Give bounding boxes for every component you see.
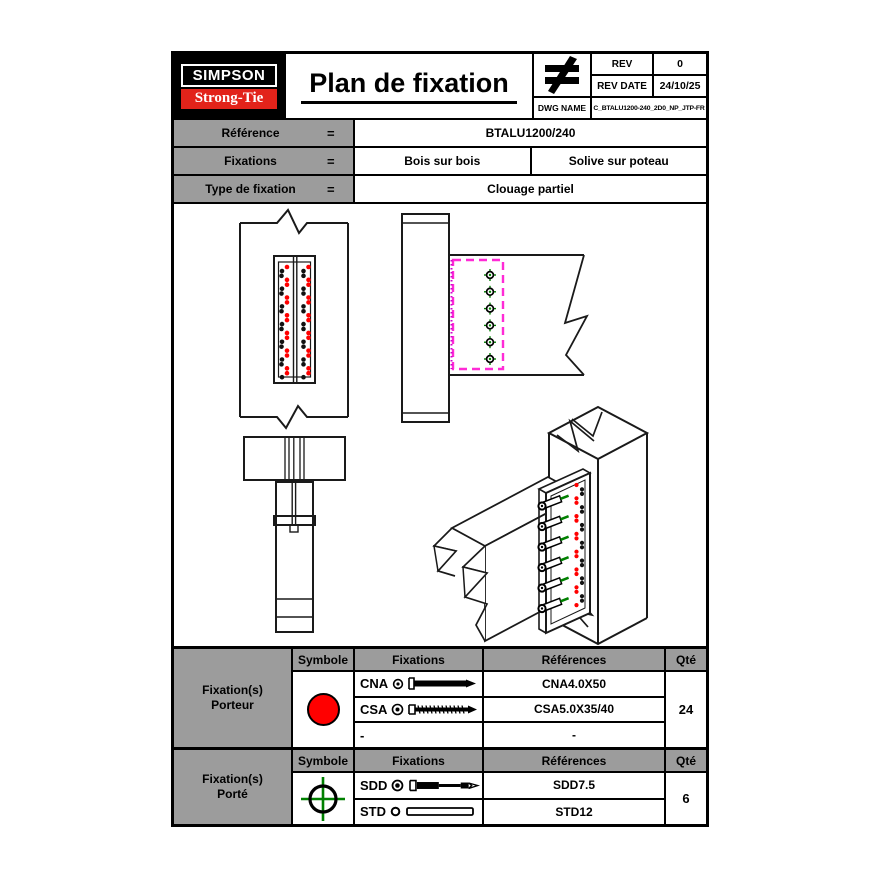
info-row-reference: Référence = BTALU1200/240 (174, 120, 706, 146)
porte-qty: 6 (666, 773, 706, 824)
revision-block: REV 0 REV DATE 24/10/25 DWG NAME C_BTALU… (532, 54, 706, 118)
porte-symbol-cell (293, 773, 353, 824)
type-value: Clouage partiel (355, 176, 706, 202)
group-label-porte: Fixation(s) Porté (174, 750, 291, 824)
code-std: STD (360, 804, 386, 820)
reference-std: STD12 (484, 799, 664, 824)
green-crosshair-symbol-icon (301, 776, 345, 821)
group-line1: Fixation(s) (202, 682, 263, 697)
group-line1: Fixation(s) (202, 772, 263, 786)
drawing-sheet-frame: SIMPSON Strong-Tie Plan de fixation REV … (171, 51, 709, 827)
rev-value: 0 (654, 54, 706, 74)
fixation-table-porte: Fixation(s) Porté Symbole Fixations Réfé… (174, 747, 706, 824)
reference-csa: CSA5.0X35/40 (484, 697, 664, 722)
technical-drawing-area (174, 202, 706, 646)
header-qte: Qté (666, 750, 706, 771)
code-sdd: SDD (360, 777, 388, 793)
sdd-screw-icon (409, 779, 481, 792)
rev-label: REV (592, 54, 652, 74)
header-symbole: Symbole (293, 649, 353, 670)
reference-label-cell: Référence = (174, 120, 353, 146)
reference-label: Référence (221, 126, 280, 140)
equals-sign: = (327, 125, 335, 141)
dwg-name-value: C_BTALU1200-240_2D0_NP_JTP-FR (592, 98, 706, 118)
group-line2: Porté (217, 787, 248, 801)
fixation-row-cna: CNA (355, 672, 482, 696)
ring-icon (392, 779, 404, 792)
fixation-row-sdd: SDD (355, 773, 482, 798)
reference-sdd: SDD7.5 (484, 773, 664, 798)
group-label-porteur: Fixation(s) Porteur (174, 649, 291, 747)
simpson-strongtie-logo: SIMPSON Strong-Tie (174, 54, 284, 118)
type-label: Type de fixation (205, 182, 296, 196)
title-cell: Plan de fixation (284, 54, 532, 118)
sheet-header: SIMPSON Strong-Tie Plan de fixation REV … (174, 54, 706, 118)
equals-sign: = (327, 181, 335, 197)
rev-date-value: 24/10/25 (654, 76, 706, 96)
fixation-row-dash: - (355, 723, 482, 747)
fixation-row-csa: CSA (355, 697, 482, 722)
header-fixations: Fixations (355, 649, 482, 670)
fixations-value-1: Bois sur bois (355, 148, 530, 174)
side-view (401, 213, 589, 423)
front-view (239, 208, 349, 430)
porteur-symbol-cell (293, 672, 353, 747)
top-view (243, 436, 346, 633)
rev-date-label: REV DATE (592, 76, 652, 96)
group-line2: Porteur (211, 697, 254, 712)
isometric-view (432, 405, 650, 646)
fixations-value-2: Solive sur poteau (531, 148, 706, 174)
code-csa: CSA (360, 701, 388, 717)
equals-sign: = (327, 153, 335, 169)
fixation-row-std: STD (355, 799, 482, 824)
reference-cna: CNA4.0X50 (484, 672, 664, 696)
csa-screw-icon (408, 704, 478, 715)
fastener-symbols (279, 264, 585, 614)
std-dowel-icon (406, 807, 474, 817)
ring-icon (392, 678, 404, 690)
page-title: Plan de fixation (301, 68, 517, 104)
fixation-table-porteur: Fixation(s) Porteur Symbole Fixations Ré… (174, 646, 706, 747)
reference-info-table: Référence = BTALU1200/240 Fixations = Bo… (174, 118, 706, 202)
reference-value: BTALU1200/240 (355, 120, 706, 146)
header-references: Références (484, 750, 664, 771)
code-cna: CNA (360, 676, 389, 692)
cna-nail-icon (408, 677, 477, 691)
header-symbole: Symbole (293, 750, 353, 771)
header-qte: Qté (666, 649, 706, 670)
fixations-label-cell: Fixations = (174, 148, 353, 174)
reference-dash: - (484, 723, 664, 747)
info-row-fixations: Fixations = Bois sur bois Solive sur pot… (174, 148, 706, 174)
dwg-name-label: DWG NAME (534, 98, 590, 118)
not-equal-icon (534, 54, 590, 96)
header-references: Références (484, 649, 664, 670)
red-circle-symbol-icon (306, 692, 340, 726)
ring-icon (392, 703, 404, 716)
porteur-qty: 24 (666, 672, 706, 747)
fixations-label: Fixations (224, 154, 277, 168)
logo-strongtie-text: Strong-Tie (181, 88, 277, 109)
info-row-type: Type de fixation = Clouage partiel (174, 176, 706, 202)
hanger-outline-dashed (451, 258, 505, 371)
code-dash: - (360, 727, 365, 743)
header-fixations: Fixations (355, 750, 482, 771)
type-label-cell: Type de fixation = (174, 176, 353, 202)
circle-icon (390, 806, 401, 817)
logo-simpson-text: SIMPSON (181, 63, 277, 87)
